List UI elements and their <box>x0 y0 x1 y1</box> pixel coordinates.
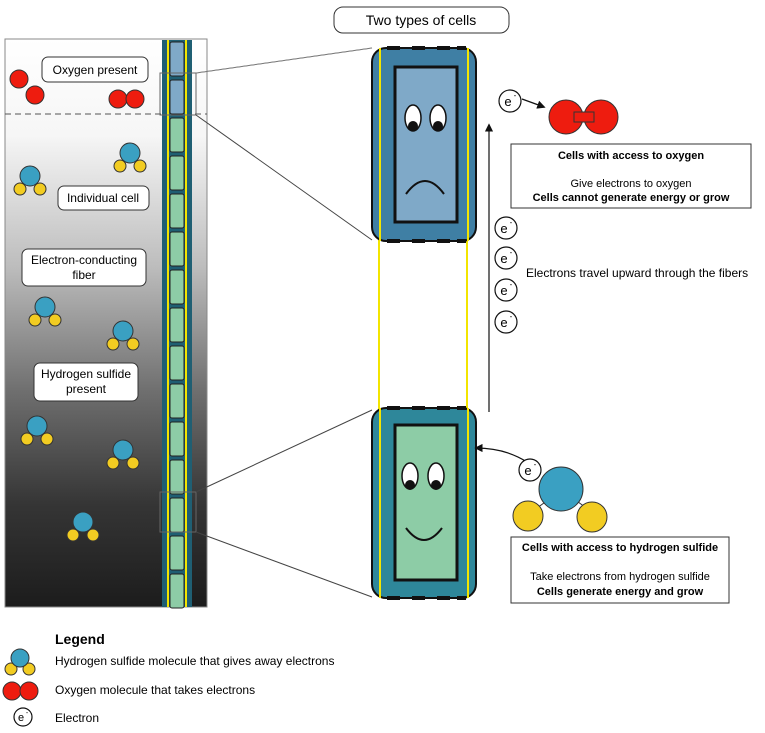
svg-text:Individual cell: Individual cell <box>67 191 139 205</box>
svg-text:Hydrogen sulfide: Hydrogen sulfide <box>41 367 131 381</box>
zoom-indicator-bottom <box>159 409 373 598</box>
h2s-cell-enlarged <box>371 406 477 600</box>
electron-flow-label: Electrons travel upward through the fibe… <box>526 266 748 280</box>
electron-to-oxygen: e - <box>498 89 546 113</box>
filament-cell <box>169 459 185 495</box>
svg-text:e: e <box>500 283 507 298</box>
h2s-molecule-large <box>512 466 608 533</box>
svg-text:Take electrons from hydrogen s: Take electrons from hydrogen sulfide <box>530 571 710 583</box>
h2s-molecule <box>13 165 47 196</box>
filament-cell <box>169 535 185 571</box>
filament-cell <box>169 269 185 305</box>
oxygen-cell-info-box: Cells with access to oxygen Give electro… <box>510 143 752 209</box>
svg-text:-: - <box>26 710 29 717</box>
oxygen-molecule-large <box>548 99 619 135</box>
legend-electron-label: Electron <box>55 711 99 725</box>
legend: Legend Hydrogen sulfide molecule that gi… <box>2 631 334 727</box>
oxygen-molecule <box>9 69 45 105</box>
h2s-molecule <box>66 511 100 542</box>
svg-text:Cells cannot generate energy o: Cells cannot generate energy or grow <box>533 192 730 204</box>
svg-text:-: - <box>514 91 517 100</box>
h2s-molecule <box>20 415 54 446</box>
filament-cell <box>169 41 185 77</box>
filament-cell <box>169 79 185 115</box>
h2s-molecule <box>28 296 62 327</box>
electron-icon: e- <box>494 216 518 240</box>
svg-text:-: - <box>510 280 513 289</box>
fiber-label: Electron-conducting fiber <box>21 248 147 287</box>
svg-text:Cells generate energy and grow: Cells generate energy and grow <box>537 586 704 598</box>
filament-cell <box>169 193 185 229</box>
h2s-molecule <box>113 142 147 173</box>
electron-icon: e- <box>494 310 518 334</box>
sad-face <box>404 104 447 195</box>
svg-text:present: present <box>66 382 107 396</box>
h2s-present-label: Hydrogen sulfide present <box>33 362 139 402</box>
svg-text:Cells with access to hydrogen: Cells with access to hydrogen sulfide <box>522 542 718 554</box>
oxygen-molecule <box>108 89 145 109</box>
filament-cell <box>169 155 185 191</box>
h2s-cell-info-box: Cells with access to hydrogen sulfide Ta… <box>510 536 730 604</box>
svg-text:e: e <box>500 315 507 330</box>
h2s-molecule <box>106 320 140 351</box>
svg-text:Two types of cells: Two types of cells <box>366 12 477 28</box>
electron-from-h2s: e - <box>474 443 542 482</box>
svg-text:e: e <box>504 94 511 109</box>
legend-h2s-label: Hydrogen sulfide molecule that gives awa… <box>55 654 334 668</box>
legend-oxygen-icon <box>2 681 39 701</box>
diagram-title: Two types of cells <box>333 6 510 34</box>
electron-icon: e- <box>494 246 518 270</box>
svg-text:Cells with access to oxygen: Cells with access to oxygen <box>558 150 704 162</box>
filament-cell <box>169 345 185 381</box>
oxygen-cell-enlarged <box>371 46 477 243</box>
h2s-molecule <box>106 439 140 470</box>
connecting-fibers <box>378 240 468 410</box>
svg-text:e: e <box>500 221 507 236</box>
zoom-indicator-top <box>159 47 373 241</box>
cable-filament <box>162 40 192 609</box>
electron-icon: e- <box>494 278 518 302</box>
svg-text:e: e <box>524 463 531 478</box>
individual-cell-label: Individual cell <box>57 185 150 211</box>
filament-cell <box>169 421 185 457</box>
svg-text:Give electrons to oxygen: Give electrons to oxygen <box>570 178 691 190</box>
svg-text:-: - <box>510 248 513 257</box>
svg-text:e: e <box>500 251 507 266</box>
filament-cell <box>169 231 185 267</box>
legend-electron-icon: e - <box>13 707 33 727</box>
filament-cell <box>169 573 185 609</box>
svg-text:fiber: fiber <box>72 268 95 282</box>
happy-face <box>401 462 445 541</box>
filament-cell <box>169 383 185 419</box>
svg-text:Electron-conducting: Electron-conducting <box>31 253 137 267</box>
svg-text:-: - <box>510 312 513 321</box>
svg-text:e: e <box>18 712 24 724</box>
legend-title: Legend <box>55 631 105 647</box>
svg-text:Oxygen present: Oxygen present <box>53 63 138 77</box>
filament-cell <box>169 497 185 533</box>
legend-h2s-icon <box>4 648 36 676</box>
svg-text:-: - <box>534 460 537 469</box>
filament-cell <box>169 307 185 343</box>
oxygen-present-label: Oxygen present <box>41 56 149 83</box>
filament-cell <box>169 117 185 153</box>
legend-oxygen-label: Oxygen molecule that takes electrons <box>55 683 255 697</box>
svg-text:-: - <box>510 218 513 227</box>
